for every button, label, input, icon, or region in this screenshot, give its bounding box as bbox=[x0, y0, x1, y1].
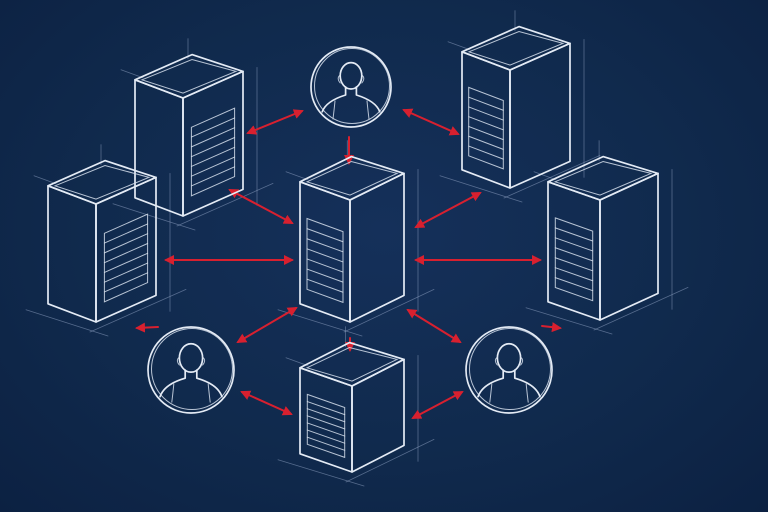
server-mid-right bbox=[547, 155, 659, 321]
connector-arrows bbox=[135, 108, 562, 419]
server-center bbox=[299, 155, 405, 323]
server-mid-left bbox=[47, 159, 157, 323]
sketch-guide-lines bbox=[25, 10, 689, 487]
server-top-right bbox=[461, 25, 571, 189]
server-bottom bbox=[299, 341, 405, 473]
connector-arrow-server-bottom-to-user-bottom-right bbox=[411, 391, 464, 419]
connector-arrow-server-top-right-to-server-center bbox=[414, 192, 482, 228]
sketch-guides bbox=[277, 140, 435, 337]
connector-arrow-server-mid-right-to-off-right bbox=[541, 322, 562, 333]
sketch-guides bbox=[277, 326, 435, 487]
connector-arrow-server-top-left-to-server-center bbox=[228, 189, 294, 224]
user-avatar-icon bbox=[465, 326, 553, 414]
sketch-guides bbox=[525, 140, 689, 335]
server-icon bbox=[547, 155, 659, 321]
network-nodes bbox=[47, 25, 659, 473]
connector-arrow-server-mid-left-to-off-left bbox=[135, 322, 159, 333]
server-icon bbox=[461, 25, 571, 189]
user-bottom-right bbox=[465, 326, 553, 414]
sketch-guides bbox=[25, 144, 187, 337]
connector-arrow-user-bottom-left-to-server-bottom bbox=[240, 390, 293, 416]
user-bottom-left bbox=[147, 326, 235, 414]
connector-arrow-user-top-to-server-top-right bbox=[402, 108, 460, 136]
user-avatar-icon bbox=[310, 46, 392, 128]
server-icon bbox=[47, 159, 157, 323]
connector-arrow-server-center-to-user-bottom-right bbox=[406, 308, 462, 344]
user-avatar-icon bbox=[147, 326, 235, 414]
connector-arrow-server-top-left-to-user-top bbox=[246, 109, 304, 135]
connector-arrow-server-center-to-user-bottom-left bbox=[236, 306, 298, 344]
server-icon bbox=[299, 341, 405, 473]
server-top-left bbox=[134, 53, 244, 217]
sketch-guides bbox=[439, 10, 601, 203]
sketch-guides bbox=[112, 38, 274, 231]
server-icon bbox=[299, 155, 405, 323]
user-top bbox=[310, 46, 392, 128]
server-icon bbox=[134, 53, 244, 217]
